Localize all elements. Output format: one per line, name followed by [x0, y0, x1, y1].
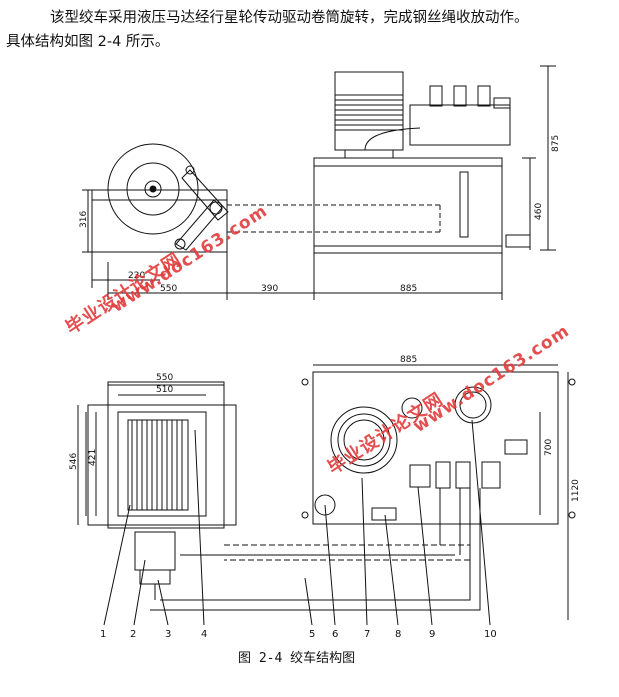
hydraulic-tank [313, 157, 503, 254]
dim-546: 546 [69, 453, 79, 470]
valve-block [409, 104, 511, 146]
part-number-3: 3 [165, 629, 171, 640]
dim-316: 316 [79, 211, 89, 228]
electric-motor [334, 71, 404, 151]
dim-700: 700 [544, 439, 554, 456]
filler-cap [454, 386, 492, 424]
dim-885: 885 [400, 284, 417, 294]
motor-flange [330, 406, 398, 474]
dim-390: 390 [261, 284, 278, 294]
dim-1120: 1120 [571, 479, 581, 502]
dim-885-plan: 885 [400, 355, 417, 365]
tank-plan [312, 371, 559, 525]
drum-rope [127, 419, 189, 511]
base-frame [91, 189, 228, 253]
dim-550-plan: 550 [156, 373, 173, 383]
part-number-7: 7 [364, 629, 370, 640]
drum-disk [107, 143, 199, 235]
body-text-line-1: 该型绞车采用液压马达经行星轮传动驱动卷筒旋转，完成钢丝绳收放动作。 [50, 10, 529, 26]
part-number-10: 10 [484, 629, 497, 640]
part-number-1: 1 [100, 629, 106, 640]
dim-421: 421 [88, 449, 98, 466]
brake-lever [181, 169, 229, 221]
part-number-9: 9 [429, 629, 435, 640]
part-number-4: 4 [201, 629, 207, 640]
valve-4 [481, 461, 501, 489]
winch-structure-drawing: 875 316 460 220 550 390 885 885 550 510 … [69, 65, 581, 640]
figure-caption: 图 2-4 绞车结构图 [238, 651, 356, 666]
valve-1 [409, 464, 431, 488]
part-number-2: 2 [130, 629, 136, 640]
dim-875: 875 [551, 135, 561, 152]
valve-2 [435, 461, 451, 489]
winch-frame [107, 381, 225, 529]
part-number-8: 8 [395, 629, 401, 640]
dim-220: 220 [128, 271, 145, 281]
part-number-6: 6 [332, 629, 338, 640]
dim-510-plan: 510 [156, 385, 173, 395]
body-text-line-2: 具体结构如图 2-4 所示。 [6, 34, 170, 50]
dim-460: 460 [534, 203, 544, 220]
dim-550: 550 [160, 284, 177, 294]
valve-3 [455, 461, 471, 489]
hydraulic-motor [134, 531, 176, 571]
part-number-5: 5 [309, 629, 315, 640]
